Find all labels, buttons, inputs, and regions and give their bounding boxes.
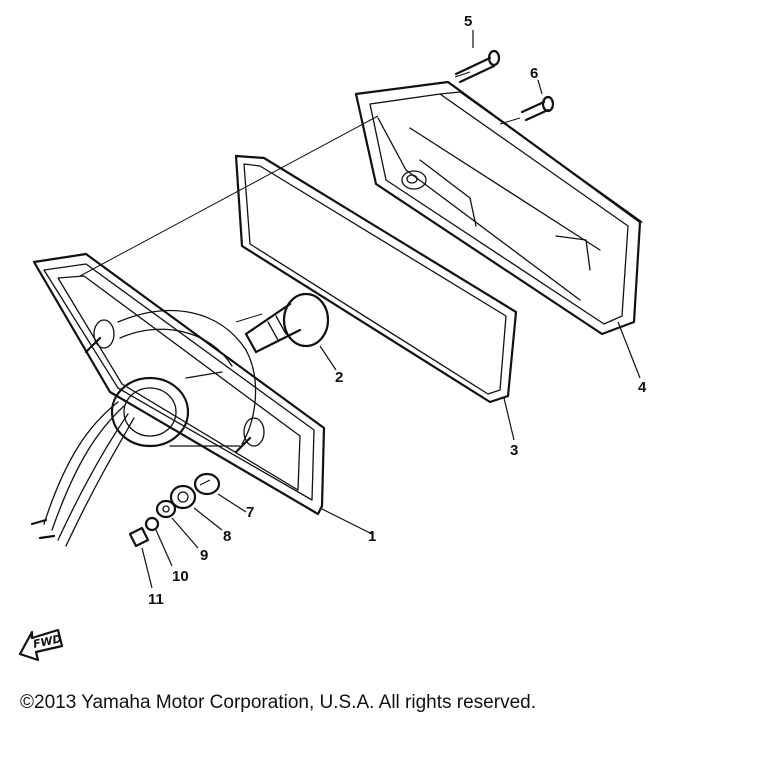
part-8-grommet	[169, 484, 223, 531]
fwd-label: FWD	[32, 632, 63, 651]
callout-7: 7	[246, 504, 254, 521]
part-5-screw	[454, 30, 501, 84]
part-1-base-plate	[32, 252, 373, 535]
callout-labels: 1 2 3 4 5 6 7 8 9 10 11	[148, 13, 647, 608]
callout-4: 4	[638, 379, 647, 396]
assembly-guide-lines	[79, 71, 521, 486]
callout-5: 5	[464, 13, 472, 30]
callout-1: 1	[368, 528, 376, 545]
bulb-socket	[84, 310, 265, 454]
part-11-nut	[128, 526, 153, 589]
wire-leads	[30, 401, 135, 547]
callout-3: 3	[510, 442, 518, 459]
part-7-cap	[193, 472, 247, 513]
callout-10: 10	[172, 568, 189, 585]
part-2-bulb	[244, 292, 337, 371]
part-6-screw	[520, 79, 555, 122]
callout-2: 2	[335, 369, 343, 386]
part-9-washer	[155, 499, 199, 549]
part-3-gasket	[234, 154, 518, 441]
callout-6: 6	[530, 65, 538, 82]
callout-8: 8	[223, 528, 231, 545]
part-10-lock-washer	[144, 516, 173, 567]
forward-direction-arrow-icon: FWD	[18, 628, 64, 662]
callout-11: 11	[148, 591, 164, 608]
part-4-housing	[354, 80, 643, 379]
callout-9: 9	[200, 547, 208, 564]
copyright-notice: ©2013 Yamaha Motor Corporation, U.S.A. A…	[20, 692, 536, 713]
